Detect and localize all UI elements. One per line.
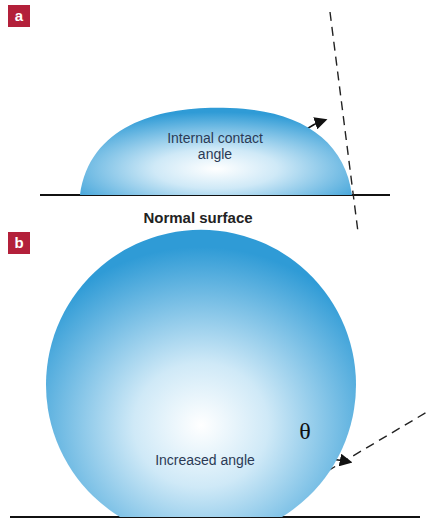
panel-tag: a xyxy=(8,5,30,27)
panel-letter: a xyxy=(15,7,23,24)
tag-fill xyxy=(8,5,30,27)
drop-body xyxy=(46,230,356,517)
tag-fill xyxy=(8,232,30,254)
surface-label: Normal surface xyxy=(143,209,252,226)
drop-outline xyxy=(45,228,357,517)
panel-tag: b xyxy=(8,232,30,254)
water-drop: Internal contact angle xyxy=(78,100,358,195)
drop-body xyxy=(80,108,352,195)
water-drop: Increased angle θ xyxy=(45,228,357,517)
angle-label: Increased angle xyxy=(155,452,255,468)
angle-symbol: θ xyxy=(299,418,311,446)
panel-letter: b xyxy=(14,234,23,251)
angle-label: Internal contact angle xyxy=(165,130,265,162)
tangent-line xyxy=(330,12,358,232)
